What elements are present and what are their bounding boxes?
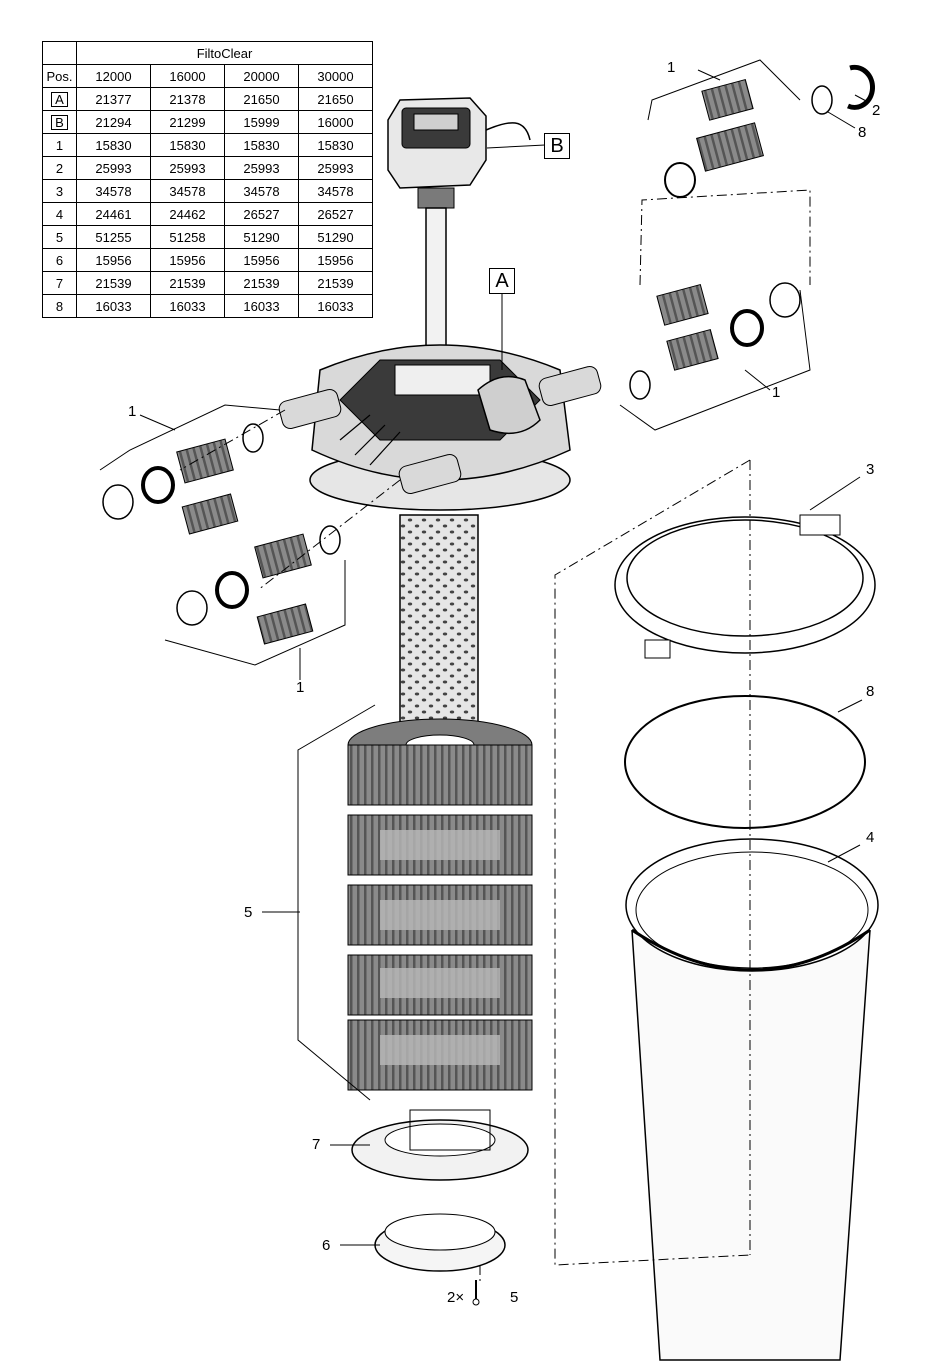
part-number-cell: 24461 <box>76 202 151 226</box>
base-ring <box>374 1213 506 1272</box>
leader-lines <box>99 59 869 1246</box>
pos-cell: 4 <box>42 202 77 226</box>
part-number-cell: 15956 <box>76 248 151 272</box>
part-number-cell: 16033 <box>298 294 373 318</box>
callout-box-a: A <box>489 268 515 294</box>
pos-cell: 2 <box>42 156 77 180</box>
screws <box>472 1280 480 1306</box>
part-number-cell: 15830 <box>298 133 373 157</box>
part-number-cell: 15830 <box>224 133 299 157</box>
uvc-clarifier-unit <box>387 97 531 369</box>
part-number-cell: 15830 <box>76 133 151 157</box>
filter-lid <box>278 344 602 511</box>
pos-label: A <box>51 91 68 107</box>
callout-box-b: B <box>544 133 570 159</box>
callout-screws-qty: 2× <box>447 1289 465 1306</box>
pos-cell: 8 <box>42 294 77 318</box>
pos-cell: 1 <box>42 133 77 157</box>
part-number-cell: 51258 <box>150 225 225 249</box>
callout-part3: 3 <box>866 461 875 478</box>
part-number-cell: 21539 <box>150 271 225 295</box>
pos-label: 6 <box>55 252 64 268</box>
callout-part8-ring: 8 <box>866 683 875 700</box>
perforated-tube <box>399 514 479 746</box>
callout-part1-top-right: 1 <box>667 59 676 76</box>
part-number-cell: 26527 <box>224 202 299 226</box>
pos-label: 7 <box>55 275 64 291</box>
model-header: 12000 <box>76 64 151 88</box>
clamping-ring <box>614 514 876 659</box>
hose-tail-set-top-right <box>664 64 876 198</box>
callout-part1-mid-right: 1 <box>772 384 781 401</box>
pos-label: 3 <box>55 183 64 199</box>
part-number-cell: 15999 <box>224 110 299 134</box>
part-number-cell: 15956 <box>150 248 225 272</box>
pos-label: 5 <box>55 229 64 245</box>
callout-part5-screw: 5 <box>510 1289 519 1306</box>
o-ring <box>624 695 866 829</box>
bottom-plate <box>351 1109 529 1181</box>
pos-label: 2 <box>55 160 64 176</box>
part-number-cell: 26527 <box>298 202 373 226</box>
callout-part7: 7 <box>312 1136 321 1153</box>
part-number-cell: 21539 <box>298 271 373 295</box>
callout-part6: 6 <box>322 1237 331 1254</box>
callout-part8-top: 8 <box>858 124 867 141</box>
part-number-cell: 21378 <box>150 87 225 111</box>
pos-label: 4 <box>55 206 64 222</box>
pos-label: B <box>51 114 68 130</box>
part-number-cell: 16033 <box>76 294 151 318</box>
hose-tail-set-left-top <box>102 423 264 535</box>
callout-part2: 2 <box>872 102 881 119</box>
callout-part5-sponges: 5 <box>244 904 253 921</box>
filter-sponge-stack <box>347 718 533 1091</box>
part-number-cell: 25993 <box>224 156 299 180</box>
pos-label: 8 <box>55 298 64 314</box>
model-header: 30000 <box>298 64 373 88</box>
part-number-cell: 34578 <box>298 179 373 203</box>
hose-tail-set-mid-right <box>629 282 801 400</box>
part-number-cell: 16000 <box>298 110 373 134</box>
pos-label: 1 <box>55 137 64 153</box>
callout-part1-left-bottom: 1 <box>296 679 305 696</box>
filter-housing <box>625 838 879 1361</box>
part-number-cell: 21650 <box>298 87 373 111</box>
part-number-cell: 21650 <box>224 87 299 111</box>
part-number-cell: 51290 <box>298 225 373 249</box>
callout-part4: 4 <box>866 829 875 846</box>
hose-tail-set-left-bottom <box>176 525 341 645</box>
dash-dot-axes <box>179 189 811 1285</box>
callout-part1-left-top: 1 <box>128 403 137 420</box>
